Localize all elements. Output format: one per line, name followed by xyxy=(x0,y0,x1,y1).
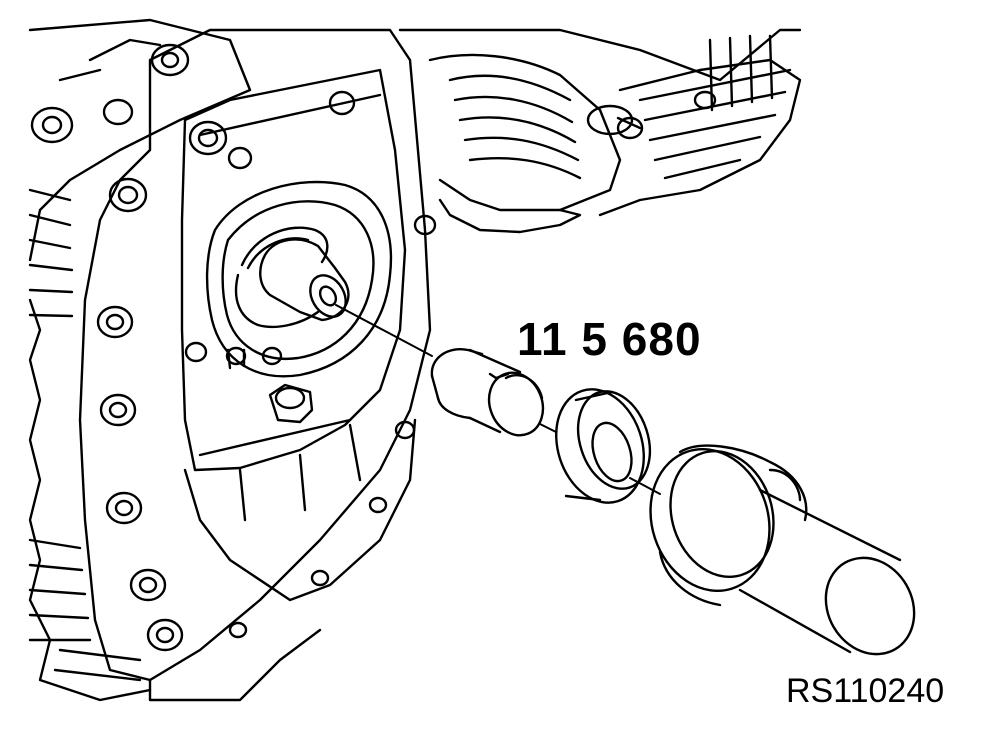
cover-bolts xyxy=(96,90,437,652)
crankshaft-flange xyxy=(184,180,393,424)
installer-drift xyxy=(649,444,916,656)
alignment-axis-line xyxy=(335,304,661,495)
spacer-ring xyxy=(555,388,652,504)
figure-reference-code: RS110240 xyxy=(786,672,945,710)
sleeve-part xyxy=(430,348,545,437)
cylinder-head xyxy=(398,28,802,234)
engine-block xyxy=(28,18,802,702)
special-tool-number: 11 5 680 xyxy=(517,313,702,365)
